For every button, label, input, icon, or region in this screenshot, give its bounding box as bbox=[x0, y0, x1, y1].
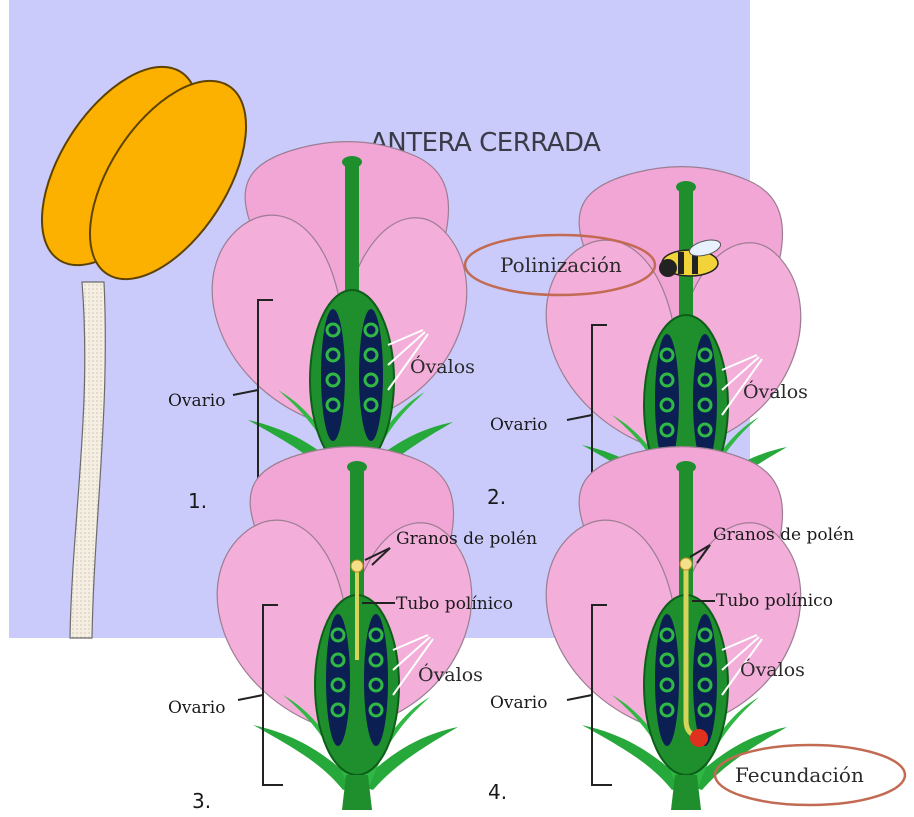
stage-number-4: 4. bbox=[488, 780, 507, 804]
tubo-label-4: Tubo polínico bbox=[716, 593, 833, 610]
ovalos-label-3: Óvalos bbox=[418, 664, 483, 686]
granos-label-3: Granos de polén bbox=[396, 531, 537, 548]
tubo-label-3: Tubo polínico bbox=[396, 596, 513, 613]
flower-stage-3 bbox=[217, 447, 472, 810]
polinizacion-label: Polinización bbox=[500, 253, 622, 277]
ovario-label-1: Ovario bbox=[168, 393, 225, 410]
ovario-label-4: Ovario bbox=[490, 695, 547, 712]
fecundacion-label: Fecundación bbox=[735, 763, 864, 787]
ovario-label-3: Ovario bbox=[168, 700, 225, 717]
ovalos-label-4: Óvalos bbox=[740, 659, 805, 681]
ovalos-label-2: Óvalos bbox=[743, 381, 808, 403]
stage-number-3: 3. bbox=[192, 789, 211, 813]
fertilized-ovule-icon bbox=[690, 729, 708, 747]
ovalos-label-1: Óvalos bbox=[410, 356, 475, 378]
flower-stage-4 bbox=[546, 447, 801, 810]
stage-number-2: 2. bbox=[487, 485, 506, 509]
stage-number-1: 1. bbox=[188, 489, 207, 513]
granos-label-4: Granos de polén bbox=[713, 527, 854, 544]
ovario-label-2: Ovario bbox=[490, 417, 547, 434]
